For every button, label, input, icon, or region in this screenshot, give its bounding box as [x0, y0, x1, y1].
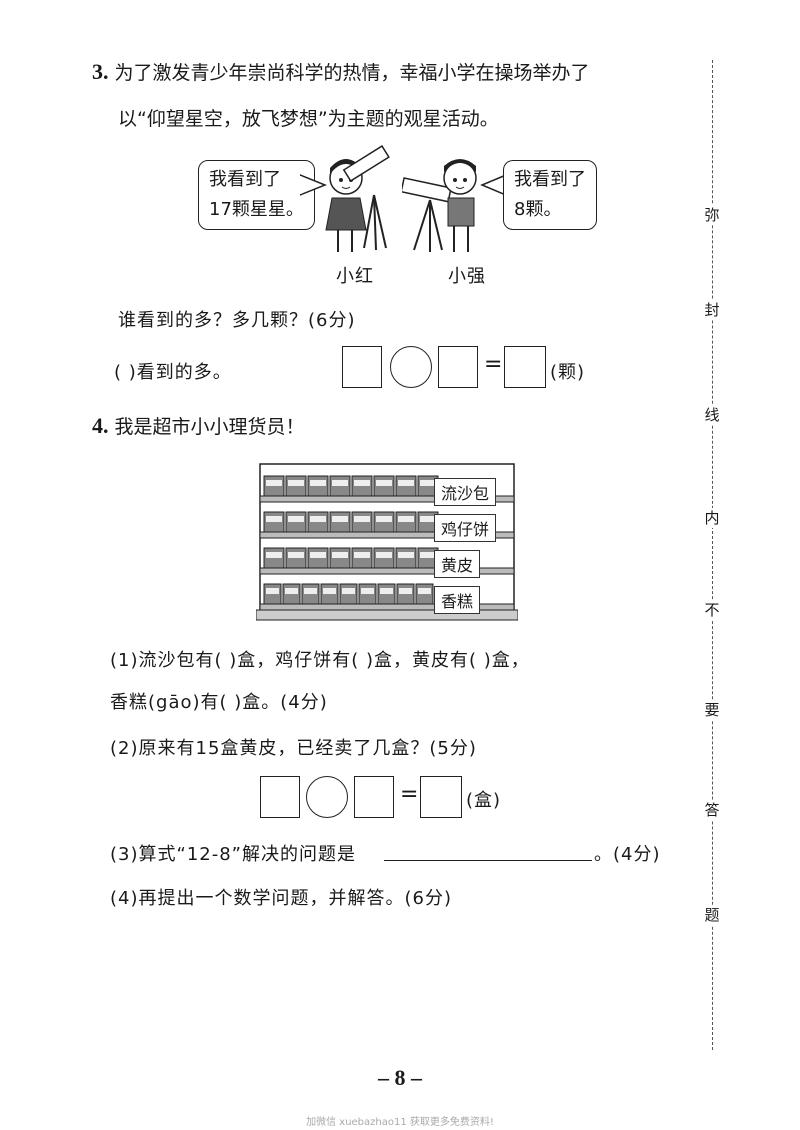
product-box-label	[332, 480, 348, 486]
product-box-label	[398, 552, 414, 558]
product-box-label	[420, 516, 436, 522]
product-box-label	[266, 480, 282, 486]
q4-unit: (盒)	[466, 790, 502, 811]
q3-unit: (颗)	[550, 362, 586, 383]
q3-title-line1: 3.为了激发青少年崇尚科学的热情，幸福小学在操场举办了	[92, 58, 590, 85]
q4-part3-prefix: (3)算式“12-8”解决的问题是	[110, 844, 356, 865]
shelf-label-xianggao: 香糕	[434, 586, 481, 614]
q4-number: 4.	[92, 413, 109, 438]
q3-equals-sign: =	[484, 352, 503, 377]
product-box-label	[288, 480, 304, 486]
q3-answer-box-1[interactable]	[342, 346, 382, 388]
product-box-label	[310, 552, 326, 558]
shelf-label-liushabao: 流沙包	[434, 478, 497, 506]
q3-answer-box-2[interactable]	[438, 346, 478, 388]
q4-operator-circle[interactable]	[306, 776, 348, 818]
q3-operator-circle[interactable]	[390, 346, 432, 388]
product-box-label	[420, 480, 436, 486]
product-box-label	[288, 552, 304, 558]
seal-char-0: 弥	[702, 205, 722, 225]
q4-part4: (4)再提出一个数学问题，并解答。(6分)	[110, 888, 452, 909]
bubble-right-tail	[480, 174, 506, 196]
product-box-label	[398, 480, 414, 486]
seal-char-4: 不	[702, 600, 722, 620]
footer-watermark: 加微信 xuebazhao11 获取更多免费资料!	[306, 1117, 494, 1128]
seal-char-5: 要	[702, 700, 722, 720]
q4-answer-box-1[interactable]	[260, 776, 300, 818]
girl-telescope-illustration	[325, 145, 390, 252]
q3-line1-text: 为了激发青少年崇尚科学的热情，幸福小学在操场举办了	[114, 62, 590, 84]
product-box-label	[266, 588, 279, 594]
product-box-label	[342, 588, 355, 594]
q4-equals-sign: =	[400, 782, 419, 807]
product-box-label	[310, 516, 326, 522]
shelf-label-huangpi: 黄皮	[434, 550, 481, 578]
q4-part3-suffix: 。(4分)	[594, 844, 661, 865]
q3-number: 3.	[92, 59, 109, 84]
name-xiaohong: 小红	[336, 266, 374, 287]
q4-part1-line2: 香糕(gāo)有( )盒。(4分)	[110, 692, 328, 713]
q4-answer-box-result[interactable]	[420, 776, 462, 818]
seal-char-6: 答	[702, 800, 722, 820]
bubble-left-tail	[300, 174, 328, 196]
product-box-label	[332, 552, 348, 558]
product-box-label	[304, 588, 317, 594]
product-box-label	[420, 552, 436, 558]
bubble-right-line1: 我看到了	[514, 169, 586, 190]
speech-bubble-xiaoqiang: 我看到了 8颗。	[503, 160, 597, 230]
product-box-label	[380, 588, 393, 594]
product-box-label	[323, 588, 336, 594]
product-box-label	[418, 588, 431, 594]
product-box-label	[354, 516, 370, 522]
q3-question: 谁看到的多？多几颗？(6分)	[118, 310, 356, 331]
q4-part1-line1: (1)流沙包有( )盒，鸡仔饼有( )盒，黄皮有( )盒，	[110, 650, 530, 671]
q3-answer-prefix: ( )看到的多。	[114, 362, 232, 383]
product-box-label	[285, 588, 298, 594]
seal-char-1: 封	[702, 300, 722, 320]
q4-part2: (2)原来有15盒黄皮，已经卖了几盒？(5分)	[110, 738, 477, 759]
product-box-label	[376, 552, 392, 558]
product-box-label	[361, 588, 374, 594]
seal-char-7: 题	[702, 905, 722, 925]
boy-telescope-illustration	[402, 159, 477, 252]
product-box-label	[310, 480, 326, 486]
product-box-label	[354, 552, 370, 558]
q4-title: 4.我是超市小小理货员！	[92, 412, 305, 439]
q4-part3-blank-line[interactable]	[384, 860, 592, 861]
bubble-left-line2: 17颗星星。	[209, 199, 304, 220]
speech-bubble-xiaohong: 我看到了 17颗星星。	[198, 160, 315, 230]
bubble-right-line2: 8颗。	[514, 199, 562, 220]
product-box-label	[354, 480, 370, 486]
product-box-label	[332, 516, 348, 522]
product-box-label	[376, 480, 392, 486]
product-box-label	[398, 516, 414, 522]
q4-answer-box-2[interactable]	[354, 776, 394, 818]
seal-char-2: 线	[702, 405, 722, 425]
product-box-label	[399, 588, 412, 594]
product-box-label	[266, 516, 282, 522]
q3-answer-box-result[interactable]	[504, 346, 546, 388]
page-number: – 8 –	[378, 1065, 422, 1090]
name-xiaoqiang: 小强	[448, 266, 486, 287]
seal-char-3: 内	[702, 508, 722, 528]
bubble-left-line1: 我看到了	[209, 169, 281, 190]
product-box-label	[288, 516, 304, 522]
product-box-label	[266, 552, 282, 558]
q3-title-line2: 以“仰望星空，放飞梦想”为主题的观星活动。	[118, 108, 499, 130]
product-box-label	[376, 516, 392, 522]
q4-title-text: 我是超市小小理货员！	[114, 416, 305, 438]
shelf-label-jizaibing: 鸡仔饼	[434, 514, 497, 542]
seal-dashed-line	[712, 60, 713, 1050]
